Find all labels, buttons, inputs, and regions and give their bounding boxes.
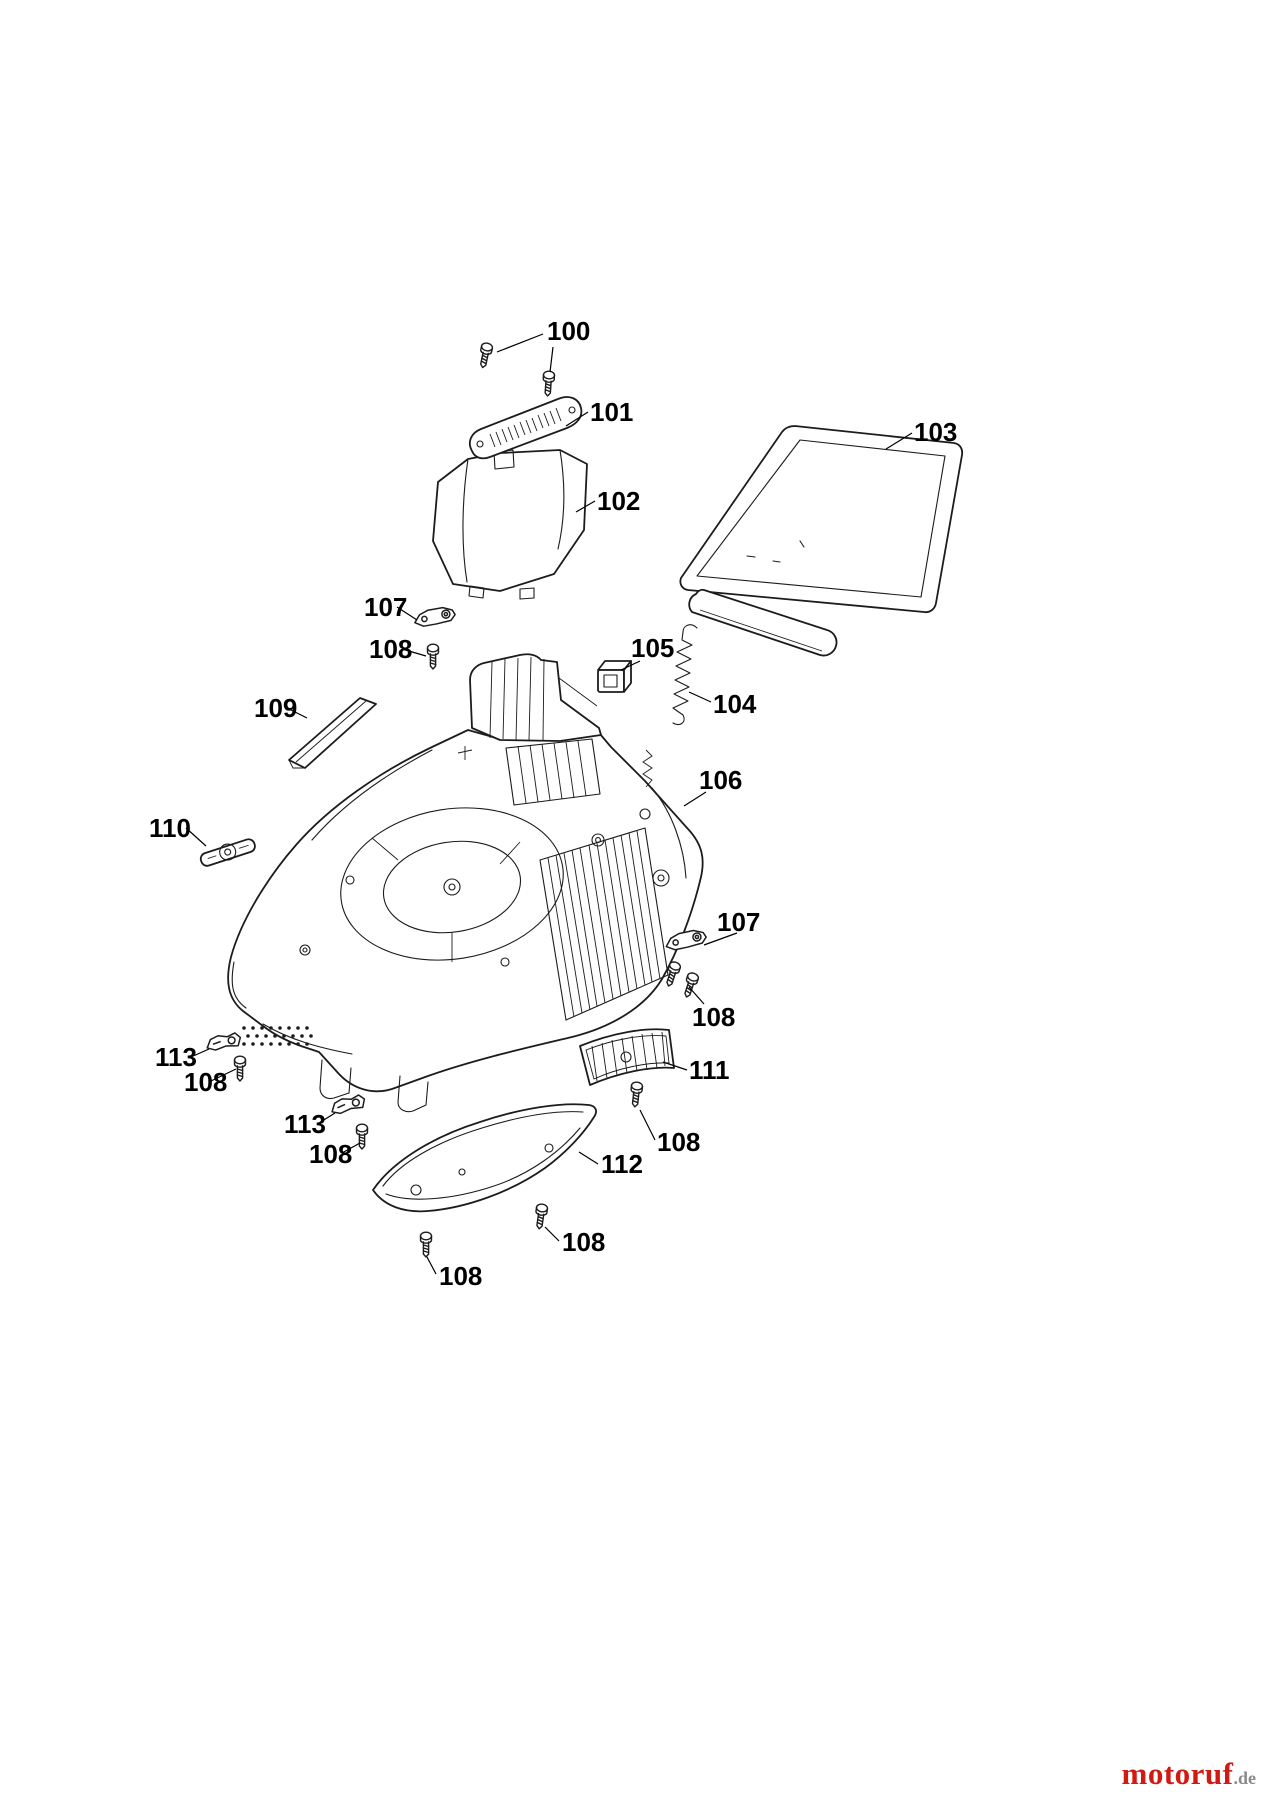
part-106-deck-housing	[227, 653, 704, 1113]
part-label-108-lower-left: 108	[309, 1139, 353, 1169]
part-label-108-upper: 108	[369, 634, 413, 664]
part-label-108-bottom-mid: 108	[562, 1227, 606, 1257]
part-105-block	[597, 660, 632, 693]
part-104-spring	[672, 624, 698, 726]
part-label-106: 106	[699, 765, 743, 795]
part-111-grille	[579, 1028, 675, 1086]
part-label-102: 102	[597, 486, 641, 516]
part-label-111: 111	[689, 1055, 730, 1085]
motoruf-logo-brand: motoruf	[1121, 1756, 1234, 1791]
part-110-bracket	[199, 838, 256, 867]
part-label-108-right: 108	[692, 1002, 736, 1032]
part-label-103: 103	[914, 417, 958, 447]
leader-lines	[185, 333, 913, 1275]
part-label-100: 100	[547, 316, 591, 346]
motoruf-logo[interactable]: motoruf.de	[1122, 1756, 1256, 1792]
part-label-107-right: 107	[717, 907, 761, 937]
part-label-108-bottom-left: 108	[439, 1261, 483, 1291]
part-103-rear-flap	[679, 425, 964, 657]
part-label-101: 101	[590, 397, 634, 427]
part-101-grip	[468, 396, 583, 460]
part-label-109: 109	[254, 693, 298, 723]
part-label-104: 104	[713, 689, 757, 719]
motoruf-logo-tld: .de	[1233, 1768, 1257, 1788]
part-label-113-left: 113	[155, 1042, 197, 1072]
part-label-112: 112	[601, 1149, 643, 1179]
part-label-110: 110	[149, 813, 191, 843]
part-label-107-upper: 107	[364, 592, 408, 622]
part-109-strip	[288, 697, 377, 769]
part-112-curved-cover	[372, 1103, 597, 1213]
part-label-113-lower: 113	[284, 1109, 326, 1139]
part-label-105: 105	[631, 633, 675, 663]
part-label-108-left: 108	[184, 1067, 228, 1097]
part-label-108-mid-right: 108	[657, 1127, 701, 1157]
